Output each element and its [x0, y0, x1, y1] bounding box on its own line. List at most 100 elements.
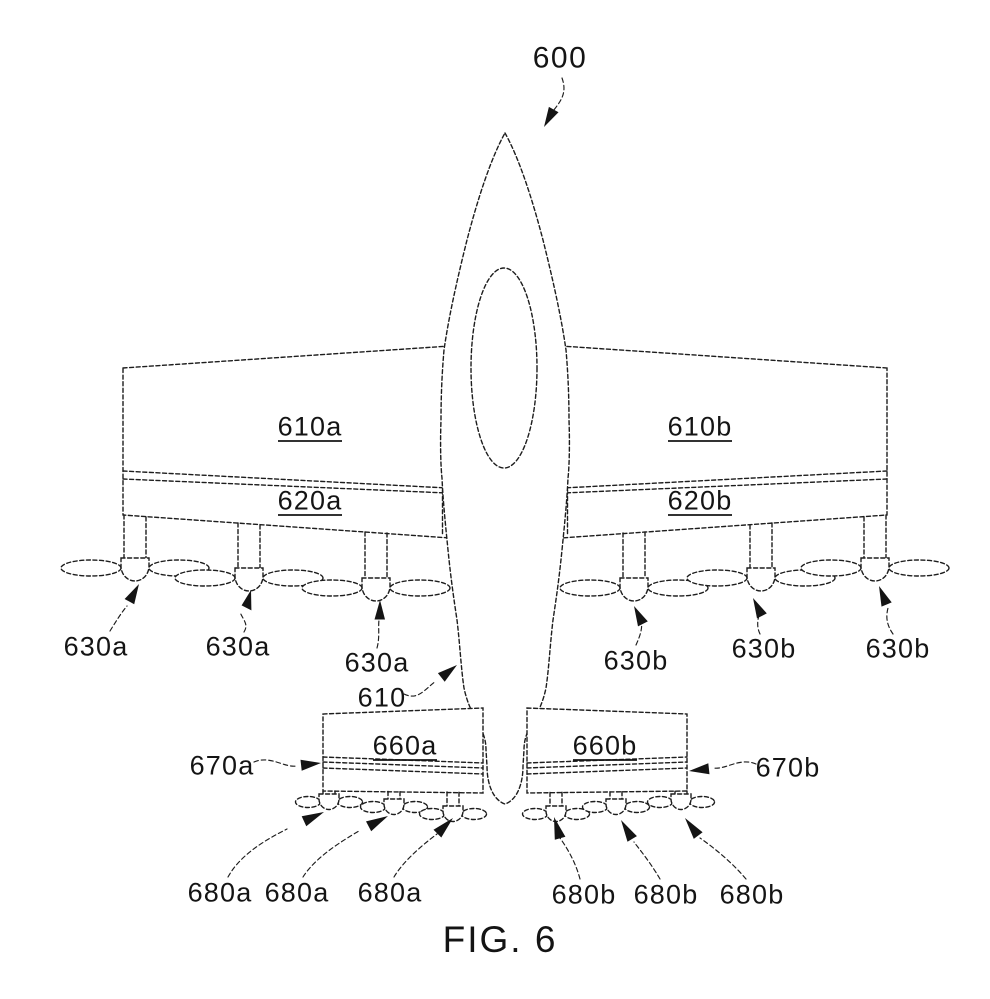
label-left-rotor-630a-2: 630a: [206, 631, 271, 661]
left-wing: [122, 345, 451, 539]
arrowhead-680a-1: [301, 812, 324, 827]
label-left-rotor-630a-1: 630a: [64, 631, 129, 661]
rotor-pod: [605, 798, 627, 816]
leader-630a-2: [239, 611, 247, 633]
rotor-pylon: [549, 791, 563, 807]
label-left-tailflap-670a: 670a: [190, 750, 255, 780]
rotor-blade-left: [581, 800, 609, 814]
canopy-window: [470, 267, 538, 469]
rotor-blade-left: [294, 795, 322, 809]
right-tailflap-hinge-line: [526, 767, 688, 775]
rotor-pod: [619, 577, 649, 602]
rotor-pod: [746, 567, 776, 592]
arrowhead-680b-1: [554, 817, 566, 840]
leader-680a-3: [393, 833, 438, 878]
leader-610: [403, 680, 437, 697]
rotor-blade-right: [262, 569, 324, 587]
label-right-rotor-630b-1: 630b: [604, 645, 669, 675]
rotor-pod: [383, 798, 405, 816]
label-left-tailplane-660a: 660a: [373, 730, 438, 760]
rotor-pylon: [364, 531, 388, 579]
rotor-pod: [120, 557, 150, 582]
rotor-blade-left: [686, 569, 748, 587]
label-right-tailplane-660b: 660b: [573, 730, 638, 760]
left-tailflap-hinge-line: [322, 761, 484, 769]
arrowhead-670a: [300, 759, 321, 771]
rotor-pod: [318, 793, 340, 811]
right-tail-rotor-inboard: [521, 791, 591, 823]
left-tail-rotor-outboard: [294, 790, 364, 811]
rotor-pylon: [749, 522, 773, 569]
leader-630a-1: [109, 605, 128, 632]
arrowhead-630b-1: [634, 606, 648, 627]
label-right-tailrotor-680b-2: 680b: [634, 879, 699, 909]
label-right-rotor-630b-3: 630b: [866, 633, 931, 663]
arrowhead-680a-3: [433, 818, 453, 838]
rotor-blade-left: [174, 569, 236, 587]
rotor-blade-left: [418, 807, 446, 821]
label-left-tailrotor-680a-2: 680a: [265, 877, 330, 907]
rotor-blade-left: [646, 795, 674, 809]
label-right-rotor-630b-2: 630b: [732, 633, 797, 663]
label-left-rotor-630a-3: 630a: [345, 647, 410, 677]
right-flap-hinge-line: [562, 470, 888, 489]
right-tailflap-hinge-line: [526, 761, 688, 769]
left-tail-rotor-middle: [359, 790, 429, 816]
leader-680b-3: [699, 837, 747, 880]
leader-630b-3: [886, 607, 894, 635]
rotor-blade-left: [359, 800, 387, 814]
leader-670a: [253, 759, 297, 767]
right-wing-rotor-middle: [686, 522, 836, 592]
label-right-flap-620b: 620b: [668, 485, 733, 515]
rotor-pylon: [446, 791, 460, 807]
rotor-pod: [361, 577, 391, 602]
label-left-flap-620a: 620a: [278, 485, 343, 515]
rotor-blade-left: [301, 579, 363, 597]
rotor-blade-right: [389, 579, 451, 597]
left-flap-hinge-line: [122, 478, 448, 494]
leader-630b-2: [757, 611, 761, 635]
label-left-tailrotor-680a-3: 680a: [358, 877, 423, 907]
rotor-pylon: [123, 514, 147, 559]
left-wing-rotor-inboard: [301, 531, 451, 602]
arrowhead-680b-3: [685, 818, 703, 839]
left-wing-rotor-middle: [174, 522, 324, 592]
arrowhead-680a-2: [366, 816, 388, 832]
label-left-tailrotor-680a-1: 680a: [188, 877, 253, 907]
leader-680a-2: [302, 830, 360, 878]
right-wing-rotor-outboard: [800, 514, 950, 582]
arrowhead-630b-2: [753, 598, 767, 619]
rotor-pylon: [863, 514, 887, 559]
label-right-tailrotor-680b-3: 680b: [720, 879, 785, 909]
rotor-pod: [545, 805, 567, 823]
left-tailflap-hinge-line: [322, 767, 484, 775]
rotor-blade-right: [647, 579, 709, 597]
rotor-pod: [234, 567, 264, 592]
right-flap-hinge-line: [562, 478, 888, 494]
rotor-blade-right: [888, 559, 950, 577]
arrowhead-610: [437, 665, 457, 682]
arrowhead-630b-3: [879, 586, 892, 607]
rotor-blade-right: [623, 800, 651, 814]
leader-680a-1: [227, 828, 288, 878]
rotor-pylon: [622, 531, 646, 579]
rotor-pylon: [237, 522, 261, 569]
rotor-pod: [442, 805, 464, 823]
left-flap-hinge-line: [122, 470, 448, 489]
figure-caption: FIG. 6: [443, 919, 558, 960]
rotor-blade-left: [800, 559, 862, 577]
left-tailplane-outline: [322, 707, 484, 794]
right-wing-rotor-inboard: [559, 531, 709, 602]
leader-630a-3: [376, 619, 380, 649]
rotor-blade-right: [336, 795, 364, 809]
arrowhead-680b-2: [621, 820, 637, 842]
right-wing: [560, 345, 888, 539]
rotor-blade-left: [521, 807, 549, 821]
rotor-blade-right: [460, 807, 488, 821]
rotor-pylon: [609, 791, 623, 800]
reference-labels: 600 610 610a 610b 620a 620b 630a 630a 63…: [64, 42, 931, 960]
rotor-blade-left: [559, 579, 621, 597]
rotor-pod: [670, 793, 692, 811]
